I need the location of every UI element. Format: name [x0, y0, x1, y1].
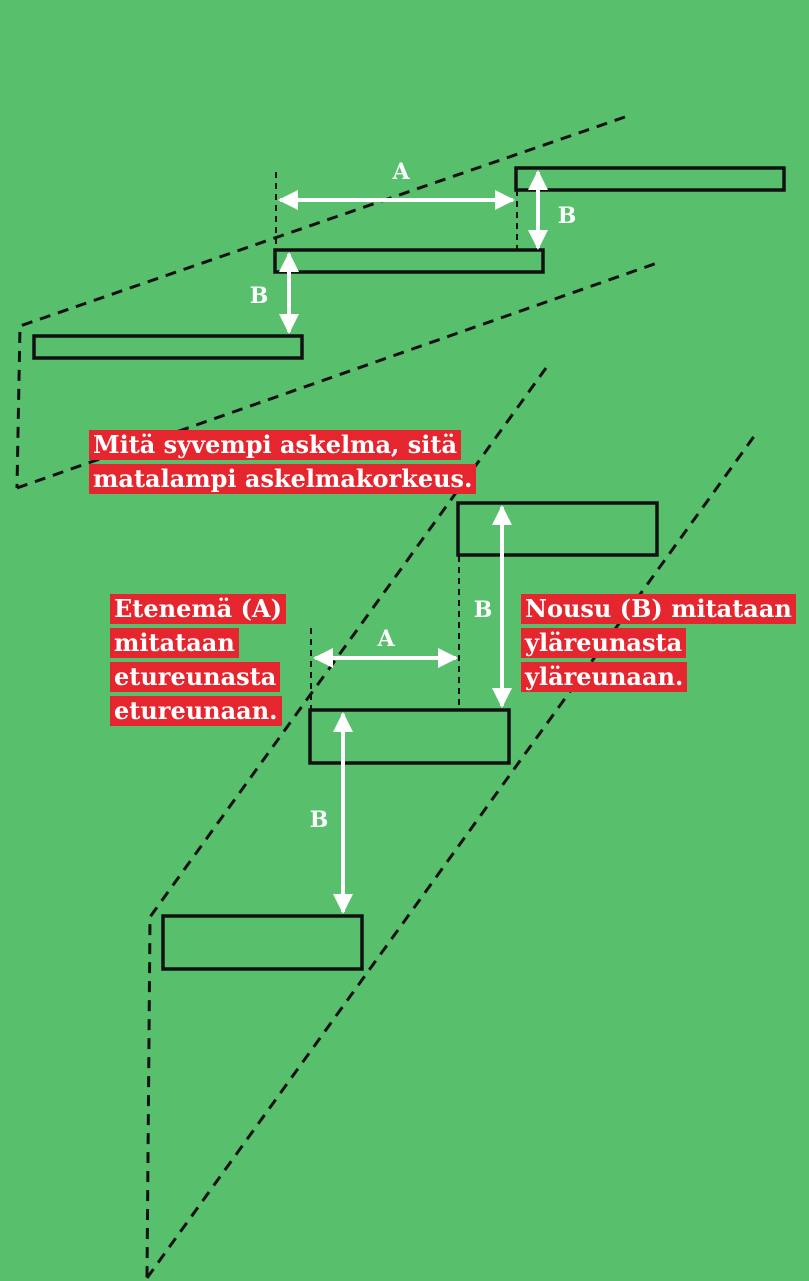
tread	[32, 334, 304, 360]
depth-label: A	[376, 626, 395, 652]
stringer-upper-edge	[145, 367, 548, 1279]
caption-line: etureunaan.	[110, 696, 282, 726]
depth-label: A	[391, 159, 410, 185]
tread	[161, 914, 364, 971]
tread	[273, 248, 545, 274]
caption-line: matalampi askelmakorkeus.	[89, 464, 477, 494]
caption-line: mitataan	[110, 628, 239, 658]
stringer-lower-edge	[145, 434, 757, 1279]
caption-line: yläreunaan.	[521, 662, 688, 692]
caption-line: Etenemä (A)	[110, 594, 286, 624]
caption-line: etureunasta	[110, 662, 281, 692]
caption-line: yläreunasta	[521, 628, 687, 658]
stringer-upper-edge	[15, 115, 626, 489]
tread-depth-caption: Etenemä (A) mitataan etureunasta etureun…	[110, 592, 286, 728]
shallow-stair: A B B	[15, 115, 786, 490]
tread	[456, 501, 659, 557]
rise-label: B	[558, 203, 577, 229]
tread	[514, 166, 786, 192]
deep-tread-caption: Mitä syvempi askelma, sitä matalampi ask…	[89, 428, 477, 496]
rise-label: B	[250, 283, 269, 309]
tread	[308, 708, 511, 765]
rise-label: B	[310, 807, 329, 833]
rise-caption: Nousu (B) mitataan yläreunasta yläreunaa…	[521, 592, 796, 694]
caption-line: Nousu (B) mitataan	[521, 594, 796, 624]
caption-line: Mitä syvempi askelma, sitä	[89, 430, 461, 460]
rise-label: B	[474, 597, 493, 623]
steep-stair: A B B	[145, 367, 757, 1279]
